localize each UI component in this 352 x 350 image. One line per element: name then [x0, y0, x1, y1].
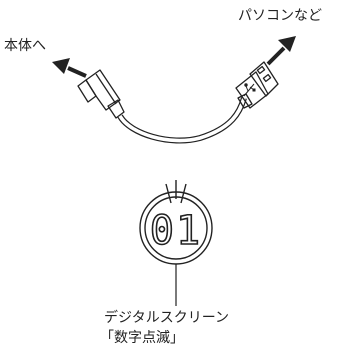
- arrow-to-pc-icon: [266, 36, 296, 66]
- cable: [117, 97, 247, 144]
- usb-a-connector-icon: [235, 61, 279, 109]
- label-to-body: 本体へ: [4, 38, 46, 54]
- arrow-to-body-icon: [52, 58, 87, 78]
- usb-logo-icon: [243, 83, 256, 97]
- usb-c-connector-icon: [77, 69, 125, 119]
- label-to-pc: パソコンなど: [238, 8, 322, 24]
- label-digital-screen: デジタルスクリーン: [104, 310, 230, 326]
- screen-digits: 01: [150, 208, 202, 254]
- blink-indicator-icon: [165, 180, 187, 204]
- label-digits-blinking: 「数字点滅」: [100, 330, 184, 346]
